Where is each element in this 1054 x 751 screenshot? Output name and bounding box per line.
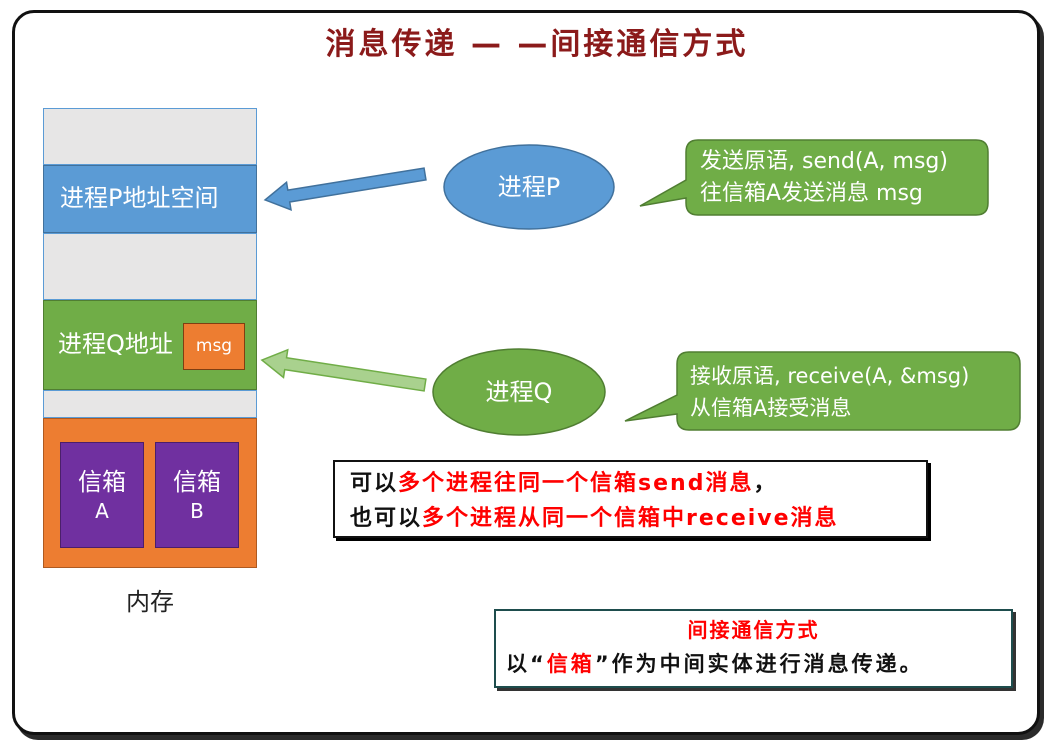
definition-box: 间接通信方式 以“信箱”作为中间实体进行消息传递。 [494,609,1013,688]
process-p-ellipse [443,144,615,230]
note-line-1-prefix: 可以 [350,471,399,496]
callout-p-line1: 发送原语, send(A, msg) [700,149,948,174]
definition-heading: 间接通信方式 [687,618,820,642]
callout-q-line1: 接收原语, receive(A, &msg) [690,364,970,388]
memory-column: 进程P地址空间 进程Q地址 msg 信箱 A 信箱 B [43,108,257,568]
memory-free-region-middle [43,233,257,300]
callout-q-line2: 从信箱A接受消息 [690,396,852,420]
process-p-label: 进程P [497,173,561,201]
callout-p-shape [639,139,989,216]
system-address-space: 信箱 A 信箱 B [43,418,257,568]
note-box: 可以多个进程往同一个信箱send消息， 也可以多个进程从同一个信箱中receiv… [333,460,928,538]
memory-free-region-top [43,108,257,165]
definition-highlight: 信箱 [546,652,595,676]
definition-prefix: 以“ [506,652,547,676]
note-line-1-highlight: 多个进程往同一个信箱send消息 [398,471,754,496]
definition-text: 以“信箱”作为中间实体进行消息传递。 [506,650,924,678]
process-p-address-space: 进程P地址空间 [43,165,257,233]
note-line-1-suffix: ， [753,471,778,496]
process-q-ellipse [432,348,606,436]
note-line-1: 可以多个进程往同一个信箱send消息， [350,469,777,499]
mailbox-a-id: A [95,499,109,523]
callout-q-shape [624,351,1021,431]
mailbox-a-label: 信箱 [78,468,126,496]
note-line-2-prefix: 也可以 [350,506,423,531]
mailbox-b: 信箱 B [155,442,239,548]
mailbox-a: 信箱 A [60,442,144,548]
note-line-2: 也可以多个进程从同一个信箱中receive消息 [350,504,839,534]
memory-caption: 内存 [126,588,174,616]
note-line-2-highlight: 多个进程从同一个信箱中receive消息 [422,506,839,531]
mailbox-b-id: B [190,499,204,523]
msg-block: msg [183,323,245,370]
arrow-q-to-memory [260,348,427,392]
process-q-address-label: 进程Q地址 [58,330,173,358]
memory-free-region-bottom [43,390,257,418]
callout-p-line2: 往信箱A发送消息 msg [700,181,923,206]
mailbox-b-label: 信箱 [173,468,221,496]
process-q-label: 进程Q [485,378,553,406]
arrow-p-to-memory [263,167,427,212]
slide-title: 消息传递 — —间接通信方式 [325,27,749,62]
definition-suffix: ”作为中间实体进行消息传递。 [594,652,924,676]
